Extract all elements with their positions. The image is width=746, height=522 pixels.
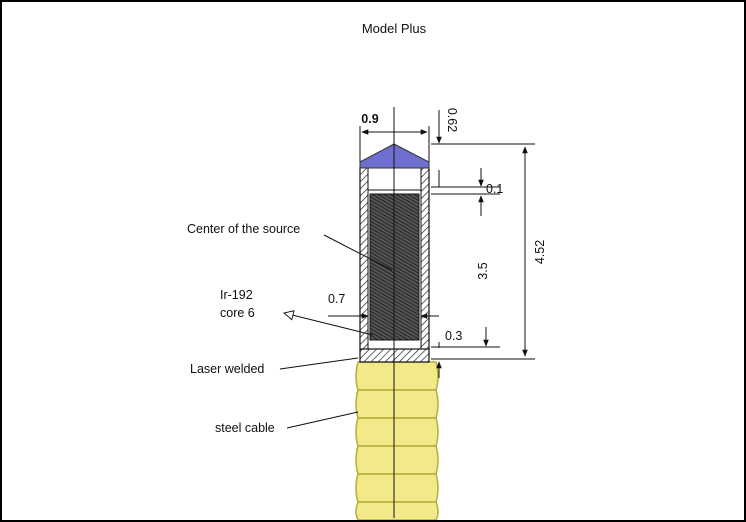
diagram-title: Model Plus <box>362 21 427 36</box>
label-laser-welded: Laser welded <box>190 362 264 376</box>
dimension-tip-thickness: 0.62 <box>436 108 459 187</box>
dimension-label-core-diameter: 0.7 <box>328 292 345 306</box>
label-steel-cable: steel cable <box>215 421 275 435</box>
label-ir192-line2: core 6 <box>220 306 255 320</box>
cable-segment <box>355 361 439 391</box>
dimension-total-length: 4.52 <box>522 146 547 357</box>
cable-segment <box>355 389 439 419</box>
dimension-label-outer-diameter: 0.9 <box>361 112 378 126</box>
steel-cable <box>355 361 439 520</box>
dimension-core-diameter: 0.7 <box>328 292 439 319</box>
dimension-label-weld-length: 0.3 <box>445 329 462 343</box>
capsule-left-wall <box>359 166 369 351</box>
cable-segment <box>355 417 439 447</box>
label-center-of-source: Center of the source <box>187 222 300 236</box>
dimension-label-total-length: 4.52 <box>533 240 547 264</box>
cable-segment <box>355 501 439 520</box>
dimension-label-core-length: 3.5 <box>476 262 490 279</box>
leader-ir192 <box>284 313 374 336</box>
dimension-label-tip-thickness: 0.62 <box>445 108 459 132</box>
leader-steel-cable <box>286 411 359 429</box>
label-ir192-line1: Ir-192 <box>220 288 253 302</box>
dimension-outer-diameter: 0.9 <box>359 112 430 162</box>
dimension-label-gap-top: 0.1 <box>486 182 503 196</box>
leader-center-of-source <box>323 234 393 271</box>
capsule-right-wall <box>420 166 430 351</box>
dimension-weld-length: 0.3 <box>436 327 489 378</box>
dimension-gap-top: 0.1 <box>478 168 503 216</box>
cable-segment <box>355 445 439 475</box>
leader-laser-welded <box>279 357 359 370</box>
cable-segment <box>355 473 439 503</box>
